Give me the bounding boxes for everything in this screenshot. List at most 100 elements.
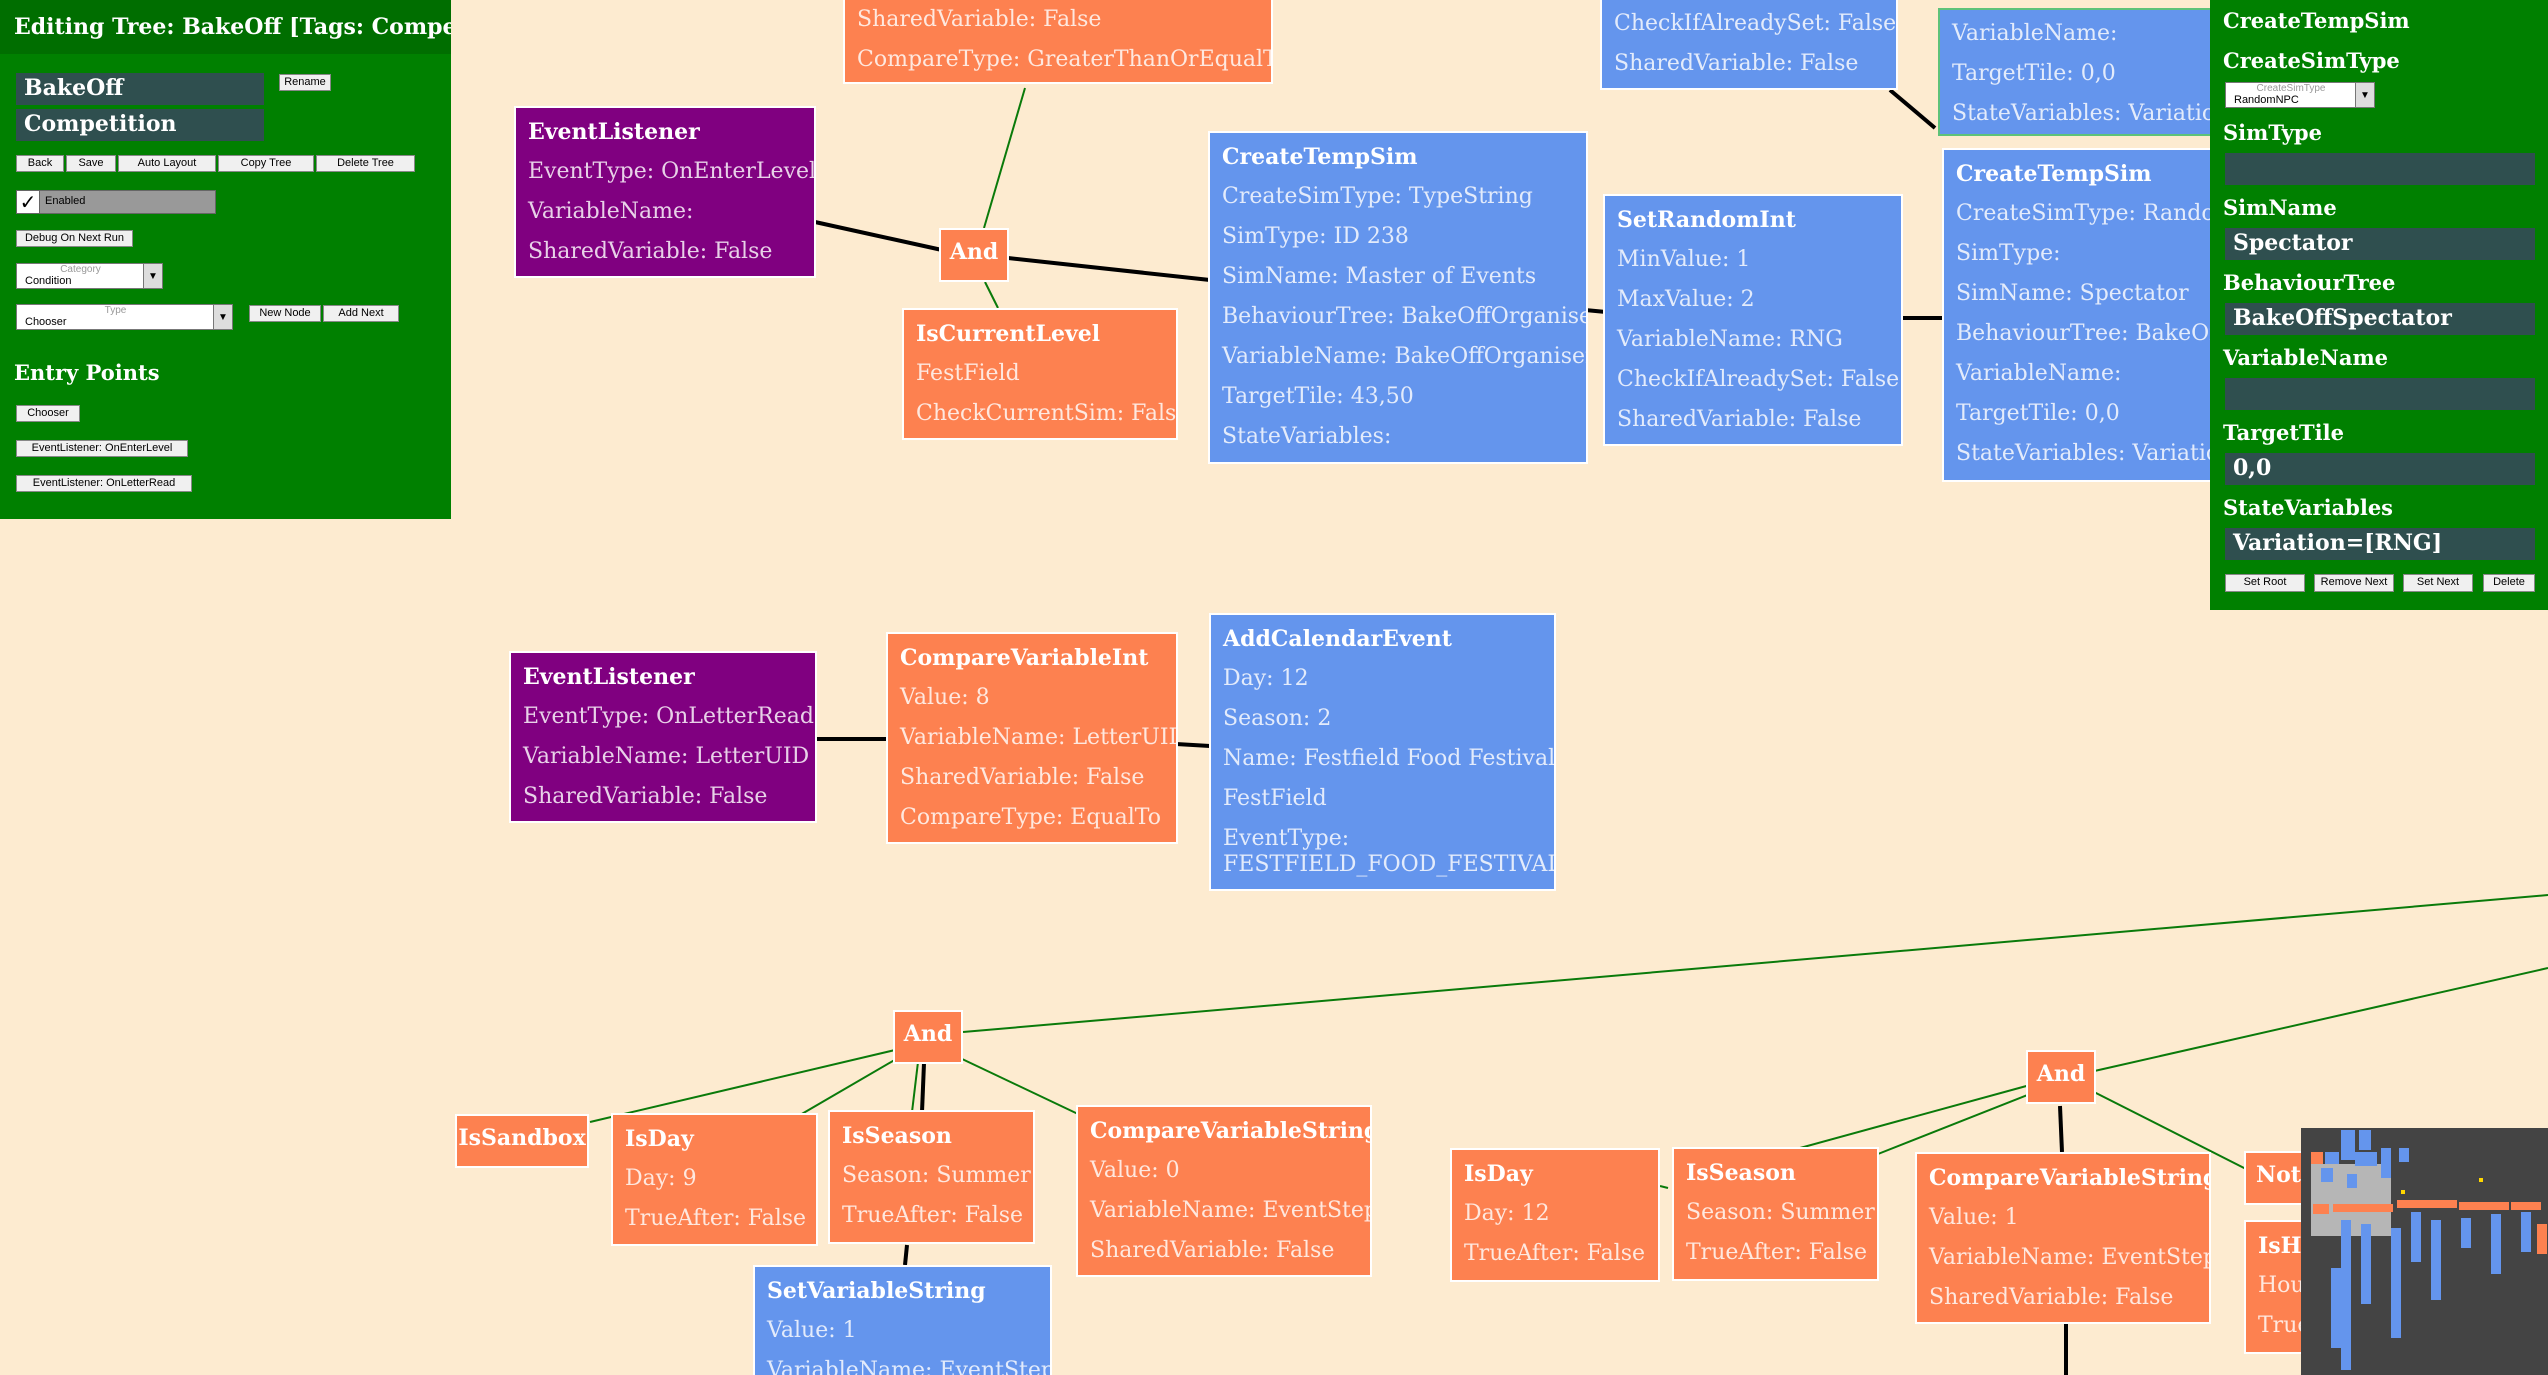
variable-name-field[interactable] [2225, 378, 2535, 410]
node-set-random-int[interactable]: SetRandomInt MinValue: 1 MaxValue: 2 Var… [1603, 194, 1903, 446]
new-node-button[interactable]: New Node [249, 305, 321, 322]
node-is-season[interactable]: IsSeason Season: Summer TrueAfter: False [1672, 1147, 1879, 1281]
edge [962, 894, 2548, 1033]
node-title: SetRandomInt [1617, 207, 1796, 233]
enabled-toggle[interactable]: ✓ Enabled [16, 190, 216, 214]
edge [911, 1061, 919, 1113]
remove-next-button[interactable]: Remove Next [2314, 574, 2394, 592]
node-line: VariableName: [528, 199, 694, 224]
node-line: Value: 1 [767, 1318, 857, 1343]
minimap[interactable] [2301, 1128, 2548, 1375]
set-next-button[interactable]: Set Next [2403, 574, 2473, 592]
node-is-day[interactable]: IsDay Day: 12 TrueAfter: False [1450, 1148, 1660, 1282]
entry-point-enter-level-button[interactable]: EventListener: OnEnterLevel [16, 440, 188, 457]
rename-button[interactable]: Rename [279, 74, 331, 91]
node-title: CompareVariableInt [900, 645, 1149, 671]
behaviour-tree-label: BehaviourTree [2223, 270, 2396, 295]
node-is-sandbox[interactable]: IsSandbox [455, 1114, 589, 1168]
node-inspector-panel: CreateTempSim CreateSimType CreateSimTyp… [2210, 0, 2548, 610]
tree-name-field[interactable]: BakeOff [16, 73, 264, 105]
behaviour-tree-field[interactable]: BakeOffSpectator [2225, 303, 2535, 335]
node-line: TargetTile: 43,50 [1222, 384, 1414, 409]
target-tile-field[interactable]: 0,0 [2225, 453, 2535, 485]
node-line: MinValue: 1 [1617, 247, 1751, 272]
node-is-season[interactable]: IsSeason Season: Summer TrueAfter: False [828, 1110, 1035, 1244]
minimap-node [2399, 1148, 2409, 1162]
delete-node-button[interactable]: Delete [2483, 574, 2535, 592]
minimap-node [2431, 1220, 2441, 1300]
add-next-button[interactable]: Add Next [323, 305, 399, 322]
minimap-node [2311, 1152, 2323, 1164]
create-sim-type-dropdown[interactable]: CreateSimType RandomNPC ▼ [2225, 82, 2375, 108]
entry-point-letter-read-button[interactable]: EventListener: OnLetterRead [16, 475, 192, 492]
node-line: EventType: OnLetterRead [523, 704, 814, 729]
chevron-down-icon[interactable]: ▼ [213, 305, 232, 329]
tag-field[interactable]: Competition [16, 109, 264, 141]
node-compare-variable-string[interactable]: CompareVariableString Value: 0 VariableN… [1076, 1105, 1372, 1277]
node-compare-variable-string[interactable]: CompareVariableString Value: 1 VariableN… [1915, 1152, 2211, 1324]
node-event-listener-letter-read[interactable]: EventListener EventType: OnLetterRead Va… [509, 651, 817, 823]
target-tile-label: TargetTile [2223, 420, 2344, 445]
node-is-day[interactable]: IsDay Day: 9 TrueAfter: False [611, 1113, 818, 1246]
node-set-variable-string[interactable]: SetVariableString Value: 1 VariableName:… [753, 1265, 1052, 1375]
node-event-listener-enter-level[interactable]: EventListener EventType: OnEnterLevel Va… [514, 106, 816, 278]
auto-layout-button[interactable]: Auto Layout [118, 155, 216, 172]
node-title: AddCalendarEvent [1223, 626, 1452, 652]
sim-type-field[interactable] [2225, 153, 2535, 185]
dropdown-placeholder: CreateSimType [2256, 83, 2326, 94]
node-create-temp-sim-spectator[interactable]: CreateTempSim CreateSimType: RandomNPC S… [1942, 148, 2232, 482]
dropdown-value: Chooser [25, 316, 67, 328]
node-line: VariableName: LetterUID [900, 725, 1178, 750]
minimap-node [2325, 1152, 2339, 1164]
node-create-temp-sim-organiser[interactable]: CreateTempSim CreateSimType: TypeString … [1208, 131, 1588, 464]
minimap-node [2321, 1168, 2333, 1182]
minimap-node [2491, 1214, 2501, 1274]
node-line: Season: Summer [842, 1163, 1031, 1188]
node-line: CheckIfAlreadySet: False [1614, 11, 1897, 36]
node-line: MaxValue: 2 [1617, 287, 1755, 312]
node-title: IsDay [625, 1126, 694, 1152]
node-line: SimName: Master of Events [1222, 264, 1537, 289]
chevron-down-icon[interactable]: ▼ [143, 264, 162, 288]
dropdown-placeholder: Type [104, 305, 127, 316]
chevron-down-icon[interactable]: ▼ [2355, 83, 2374, 107]
node-compare-variable-int[interactable]: CompareVariableInt Value: 8 VariableName… [886, 632, 1178, 844]
node-set-variable-partial[interactable]: CheckIfAlreadySet: False SharedVariable:… [1600, 0, 1898, 90]
node-line: EventType: OnEnterLevel [528, 159, 816, 184]
node-compare-partial[interactable]: SharedVariable: False CompareType: Great… [843, 0, 1273, 84]
node-line: VariableName: EventStep [767, 1358, 1052, 1375]
category-dropdown[interactable]: Category Condition ▼ [16, 263, 163, 289]
edge [1175, 742, 1211, 748]
node-line: TrueAfter: False [1464, 1241, 1646, 1266]
minimap-marker [2479, 1178, 2483, 1182]
save-button[interactable]: Save [66, 155, 116, 172]
node-title: IsSeason [842, 1123, 952, 1149]
node-title: IsDay [1464, 1161, 1533, 1187]
back-button[interactable]: Back [16, 155, 64, 172]
node-is-current-level[interactable]: IsCurrentLevel FestField CheckCurrentSim… [902, 308, 1178, 440]
delete-tree-button[interactable]: Delete Tree [316, 155, 415, 172]
node-line: FestField [1223, 786, 1327, 811]
state-variables-field[interactable]: Variation=[RNG] [2225, 528, 2535, 560]
node-and[interactable]: And [939, 228, 1009, 282]
sim-name-field[interactable]: Spectator [2225, 228, 2535, 260]
debug-next-run-button[interactable]: Debug On Next Run [16, 230, 133, 247]
node-create-temp-sim-partial[interactable]: VariableName: TargetTile: 0,0 StateVaria… [1938, 8, 2228, 136]
copy-tree-button[interactable]: Copy Tree [218, 155, 314, 172]
entry-point-chooser-button[interactable]: Chooser [16, 405, 80, 422]
node-line: CheckIfAlreadySet: False [1617, 367, 1900, 392]
node-title: CreateTempSim [1956, 161, 2152, 187]
node-line: SharedVariable: False [857, 7, 1102, 32]
set-root-button[interactable]: Set Root [2225, 574, 2305, 592]
node-and[interactable]: And [2026, 1050, 2096, 1104]
node-add-calendar-event[interactable]: AddCalendarEvent Day: 12 Season: 2 Name:… [1209, 613, 1556, 891]
node-line: CreateSimType: RandomNPC [1956, 201, 2230, 226]
node-line: VariableName: EventStep [1090, 1198, 1372, 1223]
node-line: FESTFIELD_FOOD_FESTIVAL [1223, 852, 1556, 877]
node-and[interactable]: And [893, 1010, 963, 1064]
node-title: And [903, 1021, 953, 1047]
edge [1007, 256, 1211, 282]
type-dropdown[interactable]: Type Chooser ▼ [16, 304, 233, 330]
